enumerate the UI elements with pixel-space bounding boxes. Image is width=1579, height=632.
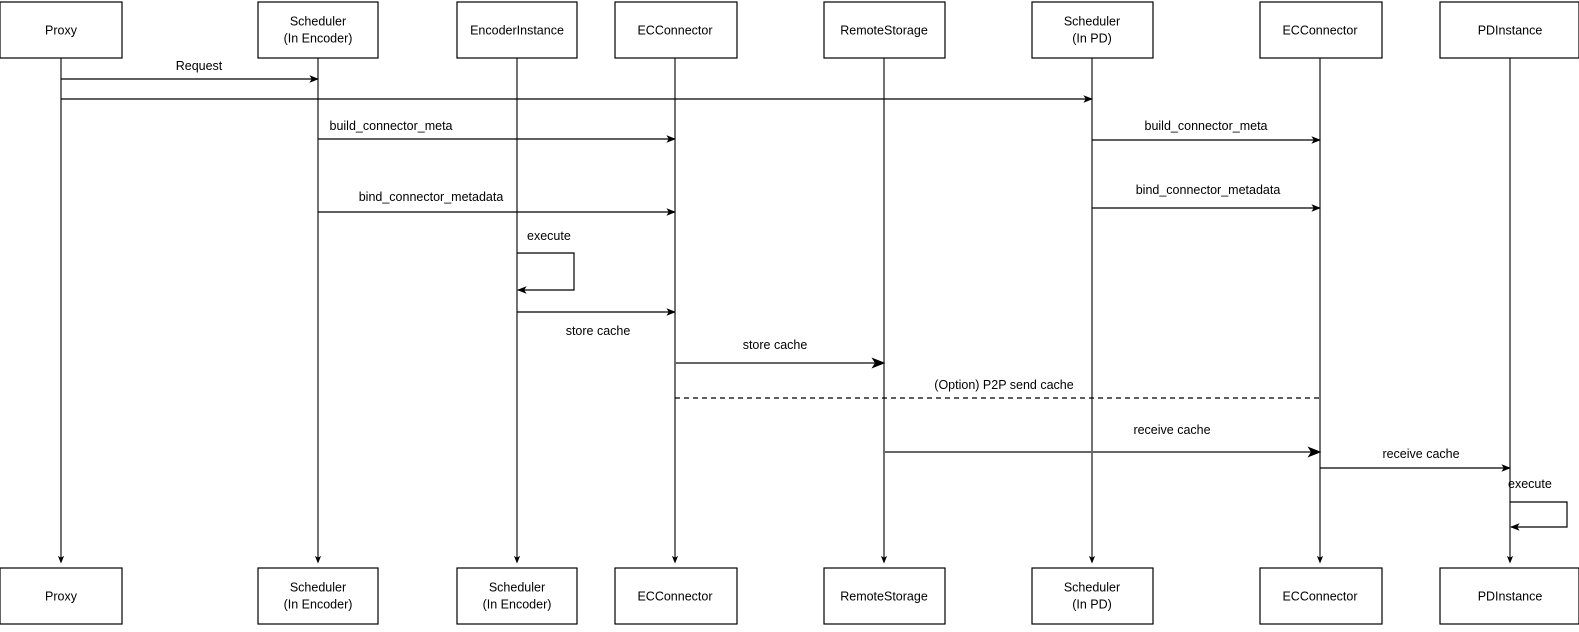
self-message-label: execute	[527, 229, 571, 243]
self-message-label: execute	[1508, 477, 1552, 491]
participant-label-line1: RemoteStorage	[840, 589, 928, 603]
participant-box-rect	[614, 1, 738, 59]
participant-footer-ec_conn_l[interactable]: ECConnector	[614, 567, 738, 625]
participant-label-line2: (In Encoder)	[483, 597, 552, 611]
participant-header-sched_enc[interactable]: Scheduler (In Encoder)	[257, 1, 379, 59]
self-message-loop	[1510, 501, 1568, 531]
message-m5: bind_connector_metadata	[318, 190, 676, 216]
message-m7: store cache	[517, 308, 676, 338]
participant-box-rect	[0, 567, 123, 625]
participant-box-rect	[257, 1, 379, 59]
message-m1: Request	[61, 59, 319, 83]
participant-label-line1: ECConnector	[1282, 589, 1357, 603]
self-message-s2: execute	[1508, 477, 1568, 531]
message-label: build_connector_meta	[1145, 119, 1268, 133]
footer-participants-group: Proxy Scheduler (In Encoder) Scheduler (In E…	[0, 567, 1579, 625]
participant-label-line1: Scheduler	[489, 580, 545, 594]
message-label: receive cache	[1133, 423, 1210, 437]
lifelines-group	[57, 58, 1514, 564]
participant-label-line1: RemoteStorage	[840, 23, 928, 37]
participant-footer-sched_pd[interactable]: Scheduler (In PD)	[1031, 567, 1154, 625]
participant-header-pd_inst[interactable]: PDInstance	[1439, 1, 1579, 59]
participant-box-rect	[0, 1, 123, 59]
participant-label-line2: (In PD)	[1072, 31, 1112, 45]
participant-footer-encoder_inst[interactable]: Scheduler (In Encoder)	[456, 567, 578, 625]
participant-label-line1: PDInstance	[1478, 23, 1543, 37]
participant-footer-pd_inst[interactable]: PDInstance	[1439, 567, 1579, 625]
participant-box-rect	[823, 567, 946, 625]
message-m9: (Option) P2P send cache	[675, 378, 1320, 399]
participant-box-rect	[1259, 567, 1383, 625]
self-messages-group: execute execute	[517, 229, 1568, 531]
participant-header-encoder_inst[interactable]: EncoderInstance	[456, 1, 578, 59]
message-m11: receive cache	[1320, 447, 1511, 472]
message-m8: store cache	[675, 338, 886, 369]
participant-header-remote_store[interactable]: RemoteStorage	[823, 1, 946, 59]
participant-box-rect	[1031, 1, 1154, 59]
participant-label-line2: (In Encoder)	[284, 597, 353, 611]
message-label: bind_connector_metadata	[1136, 183, 1281, 197]
participant-box-rect	[456, 1, 578, 59]
message-label: build_connector_meta	[330, 119, 453, 133]
participant-header-ec_conn_l[interactable]: ECConnector	[614, 1, 738, 59]
participant-box-rect	[614, 567, 738, 625]
participant-header-ec_conn_r[interactable]: ECConnector	[1259, 1, 1383, 59]
participant-box-rect	[1259, 1, 1383, 59]
participant-label-line2: (In Encoder)	[284, 31, 353, 45]
participant-box-rect	[823, 1, 946, 59]
participant-label-line1: Proxy	[45, 589, 78, 603]
participant-label-line2: (In PD)	[1072, 597, 1112, 611]
participant-box-rect	[1031, 567, 1154, 625]
participant-label-line1: PDInstance	[1478, 589, 1543, 603]
participant-label-line1: EncoderInstance	[470, 23, 564, 37]
participant-label-line1: ECConnector	[637, 589, 712, 603]
participant-box-rect	[1439, 567, 1579, 625]
message-label: (Option) P2P send cache	[934, 378, 1073, 392]
participant-label-line1: ECConnector	[1282, 23, 1357, 37]
participant-box-rect	[456, 567, 578, 625]
message-m4: build_connector_meta	[1092, 119, 1321, 144]
message-label: store cache	[566, 324, 631, 338]
message-m3: build_connector_meta	[318, 119, 676, 143]
participant-footer-remote_store[interactable]: RemoteStorage	[823, 567, 946, 625]
participant-label-line1: Scheduler	[290, 580, 346, 594]
message-label: bind_connector_metadata	[359, 190, 504, 204]
participant-label-line1: Scheduler	[290, 14, 346, 28]
participant-footer-sched_enc[interactable]: Scheduler (In Encoder)	[257, 567, 379, 625]
message-label: receive cache	[1382, 447, 1459, 461]
participant-footer-ec_conn_r[interactable]: ECConnector	[1259, 567, 1383, 625]
header-participants-group: Proxy Scheduler (In Encoder) EncoderInstanc…	[0, 1, 1579, 59]
message-m6: bind_connector_metadata	[1092, 183, 1321, 212]
self-message-s1: execute	[517, 229, 575, 294]
messages-group: Request build_connector_meta build_connect…	[61, 59, 1511, 472]
participant-header-proxy[interactable]: Proxy	[0, 1, 123, 59]
participant-footer-proxy[interactable]: Proxy	[0, 567, 123, 625]
participant-label-line1: Scheduler	[1064, 14, 1120, 28]
participant-box-rect	[1439, 1, 1579, 59]
message-m10: receive cache	[884, 423, 1322, 458]
participant-box-rect	[257, 567, 379, 625]
participant-label-line1: ECConnector	[637, 23, 712, 37]
participant-header-sched_pd[interactable]: Scheduler (In PD)	[1031, 1, 1154, 59]
participant-label-line1: Scheduler	[1064, 580, 1120, 594]
message-label: Request	[176, 59, 223, 73]
message-label: store cache	[743, 338, 808, 352]
self-message-loop	[517, 252, 575, 294]
participant-label-line1: Proxy	[45, 23, 78, 37]
